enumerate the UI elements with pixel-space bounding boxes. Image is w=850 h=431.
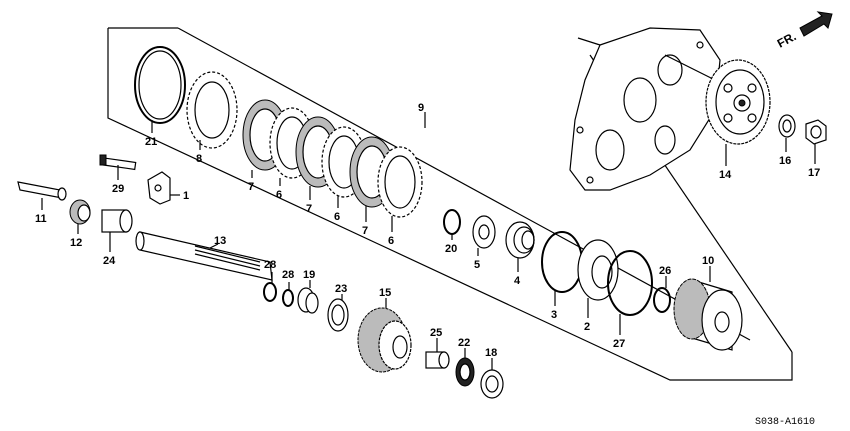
washer-16 [778,114,796,138]
part-label-9: 9 [418,102,424,114]
needle-bearing-25 [425,351,450,369]
washer-28a [263,282,277,302]
spring-retainer-5 [472,215,496,249]
part-label-26: 26 [659,265,671,277]
part-label-16: 16 [779,155,791,167]
clutch-pack [242,99,423,218]
bolt-29 [99,154,137,171]
part-label-12: 12 [70,237,82,249]
part-label-10: 10 [702,255,714,267]
part-label-1: 1 [183,190,189,202]
front-arrow-icon [799,11,833,37]
o-ring-27 [607,250,653,316]
part-label-13: 13 [214,235,226,247]
part-label-28b: 28 [282,269,294,281]
part-label-2: 2 [584,321,590,333]
part-label-23: 23 [335,283,347,295]
bearing-23 [327,298,349,332]
collar-12 [69,199,91,225]
washer-28b [282,289,294,307]
mainshaft-13 [135,231,273,281]
snap-ring-21 [134,46,186,124]
part-label-19: 19 [303,269,315,281]
return-spring-4 [505,221,535,259]
bearing-22 [455,357,475,387]
part-label-28a: 28 [264,259,276,271]
part-label-25: 25 [430,327,442,339]
part-label-21: 21 [145,136,157,148]
part-label-6c: 6 [388,235,394,247]
case-cover [569,27,721,191]
clutch-drum-10 [673,278,743,351]
part-label-29: 29 [112,183,124,195]
assembly-outline [107,28,793,381]
snap-ring-20 [443,209,461,235]
part-label-6a: 6 [276,189,282,201]
part-label-15: 15 [379,287,391,299]
part-label-7b: 7 [306,203,312,215]
part-label-7c: 7 [362,225,368,237]
part-label-17: 17 [808,167,820,179]
gear-15 [357,307,412,373]
assembly-outline-diag [177,27,751,341]
part-label-27: 27 [613,338,625,350]
part-label-7a: 7 [248,181,254,193]
part-label-11: 11 [35,213,47,225]
part-label-8: 8 [196,153,202,165]
part-label-20: 20 [445,243,457,255]
part-label-5: 5 [474,259,480,271]
front-label: FR. [775,29,799,50]
part-label-14: 14 [719,169,732,181]
part-label-22: 22 [458,337,470,349]
bracket-1 [147,171,171,205]
piston-2 [577,239,619,301]
pipe-11 [17,181,67,201]
nut-17 [805,119,827,145]
gear-14 [705,59,771,145]
o-ring-26 [653,287,671,313]
end-plate-8 [186,71,238,149]
part-label-4: 4 [514,275,521,287]
part-label-24: 24 [103,255,116,267]
leader-lines [41,112,816,370]
part-label-3: 3 [551,309,557,321]
o-ring-3 [541,231,583,293]
washer-18 [480,369,504,399]
part-label-6b: 6 [334,211,340,223]
part-label-18: 18 [485,347,497,359]
bearing-24 [101,209,133,233]
diagram-code: S038-A1610 [755,417,815,428]
collar-19 [297,287,319,314]
